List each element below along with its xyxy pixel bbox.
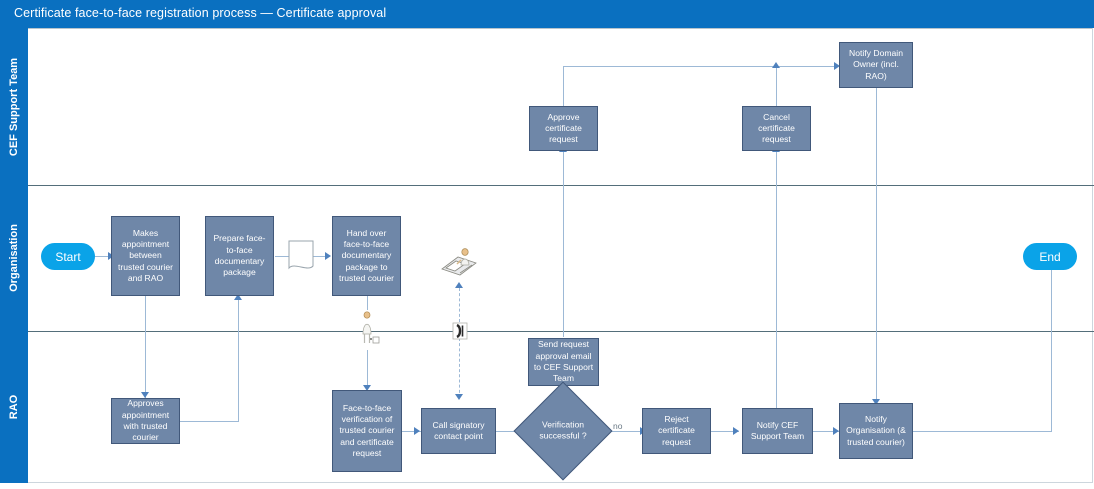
node-approve-certificate-request[interactable]: Approve certificate request (529, 106, 598, 151)
connector-phone-to-desk-person (459, 288, 460, 322)
node-approves-appointment[interactable]: Approves appointment with trusted courie… (111, 398, 180, 444)
lane-label-cef-support-team: CEF Support Team (8, 57, 20, 156)
connector-prepare-package-to-document (275, 256, 289, 257)
node-send-request-approval-email[interactable]: Send request approval email to CEF Suppo… (528, 338, 599, 386)
arrowhead-reject-to-notify-cef (733, 427, 739, 435)
node-start[interactable]: Start (41, 243, 95, 270)
node-end[interactable]: End (1023, 243, 1077, 270)
document-shape (288, 240, 314, 272)
diagram-top-border (28, 28, 1093, 29)
lane-header-rao: RAO (0, 331, 28, 483)
page-title: Certificate face-to-face registration pr… (14, 6, 387, 20)
connector-call-signatory-to-decision (496, 431, 524, 432)
arrowhead-notify-domain-owner-to-notify-organisation (872, 399, 880, 405)
node-notify-domain-owner[interactable]: Notify Domain Owner (incl. RAO) (839, 42, 913, 88)
connector-courier-to-verification (367, 350, 368, 389)
telephone-icon (450, 321, 470, 341)
node-call-signatory-contact-point[interactable]: Call signatory contact point (421, 408, 496, 454)
arrowhead-makes-appointment-to-approves-appointment (141, 392, 149, 398)
connector-notify-domain-owner-to-notify-organisation (876, 88, 877, 403)
connector-makes-appointment-to-approves-appointment (145, 296, 146, 398)
lane-separator-1 (28, 185, 1094, 186)
lane-header-cef-support-team: CEF Support Team (0, 28, 28, 185)
diagram-right-border (1092, 28, 1093, 483)
connector-approve-request-up (563, 66, 564, 106)
arrowhead-to-notify-domain-owner (834, 62, 840, 70)
connector-approve-request-to-notify-domain-owner (563, 66, 838, 67)
arrowhead-phone-to-desk-person (455, 282, 463, 288)
arrowhead-cancel-request-up (772, 62, 780, 68)
node-notify-cef-support-team[interactable]: Notify CEF Support Team (742, 408, 813, 454)
connector-send-email-to-approve-request (563, 152, 564, 337)
edge-label-no: no (613, 421, 623, 431)
node-hand-over-package[interactable]: Hand over face-to-face documentary packa… (332, 216, 401, 296)
node-reject-certificate-request[interactable]: Reject certificate request (642, 408, 711, 454)
lane-header-organisation: Organisation (0, 185, 28, 331)
connector-verification-to-call-signatory (402, 431, 421, 432)
courier-person-icon (358, 310, 380, 350)
arrowhead-courier-to-verification (363, 385, 371, 391)
connector-approves-appointment-right (180, 421, 239, 422)
node-cancel-certificate-request[interactable]: Cancel certificate request (742, 106, 811, 151)
connector-approves-appointment-up (238, 300, 239, 421)
node-notify-organisation[interactable]: Notify Organisation (& trusted courier) (839, 403, 913, 459)
connector-hand-over-to-courier (367, 296, 368, 310)
diagram-bottom-border (28, 482, 1093, 483)
lane-separator-2 (28, 331, 1094, 332)
lane-label-rao: RAO (8, 394, 20, 420)
arrowhead-to-prepare-package (234, 294, 242, 300)
connector-cancel-request-up (776, 66, 777, 106)
person-at-desk-icon (438, 243, 480, 281)
connector-phone-to-call-signatory (459, 338, 460, 398)
node-face-to-face-verification[interactable]: Face-to-face verification of trusted cou… (332, 390, 402, 472)
arrowhead-notify-cef-to-notify-organisation (833, 427, 839, 435)
connector-notify-cef-to-cancel-request (776, 152, 777, 408)
connector-to-end-vertical (1051, 270, 1052, 431)
arrowhead-verification-to-call-signatory (414, 427, 420, 435)
arrowhead-phone-to-call-signatory (455, 394, 463, 400)
connector-notify-organisation-to-end (913, 431, 1052, 432)
arrowhead-document-to-hand-over (325, 252, 331, 260)
node-prepare-package[interactable]: Prepare face-to-face documentary package (205, 216, 274, 296)
lane-label-organisation: Organisation (8, 224, 20, 292)
node-makes-appointment[interactable]: Makes appointment between trusted courie… (111, 216, 180, 296)
node-verification-successful[interactable]: Verification successful ? (513, 381, 613, 481)
connector-document-to-hand-over (313, 256, 329, 257)
connector-notify-cef-to-notify-organisation (813, 431, 839, 432)
connector-decision-no-to-reject (596, 431, 644, 432)
connector-start-to-makes-appointment (95, 256, 112, 257)
title-bar: Certificate face-to-face registration pr… (0, 0, 1094, 28)
connector-reject-to-notify-cef (711, 431, 739, 432)
